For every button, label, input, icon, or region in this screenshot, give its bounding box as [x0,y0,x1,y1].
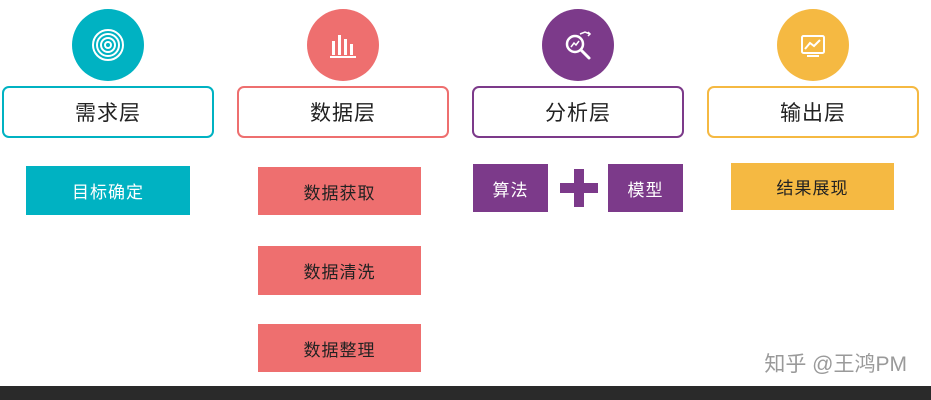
column-analysis: 分析层 算法 模型 [472,0,684,400]
presentation-icon [777,9,849,81]
layer-title-analysis: 分析层 [472,86,684,138]
item-model: 模型 [608,164,683,212]
item-data-cleaning: 数据清洗 [258,246,421,295]
item-data-organizing: 数据整理 [258,324,421,372]
target-icon [72,9,144,81]
column-demand: 需求层 目标确定 [2,0,214,400]
column-data: 数据层 数据获取 数据清洗 数据整理 [237,0,449,400]
bar-chart-icon [307,9,379,81]
item-goal-setting: 目标确定 [26,166,190,215]
watermark-text: 知乎 @王鸿PM [764,353,907,376]
layer-title-demand: 需求层 [2,86,214,138]
magnifier-chart-icon [542,9,614,81]
item-result-display: 结果展现 [731,163,894,210]
layer-title-output: 输出层 [707,86,919,138]
column-output: 输出层 结果展现 [707,0,919,400]
item-algorithm: 算法 [473,164,548,212]
layer-title-data: 数据层 [237,86,449,138]
footer-bar [0,386,931,400]
item-data-acquisition: 数据获取 [258,167,421,215]
plus-icon [560,169,598,207]
